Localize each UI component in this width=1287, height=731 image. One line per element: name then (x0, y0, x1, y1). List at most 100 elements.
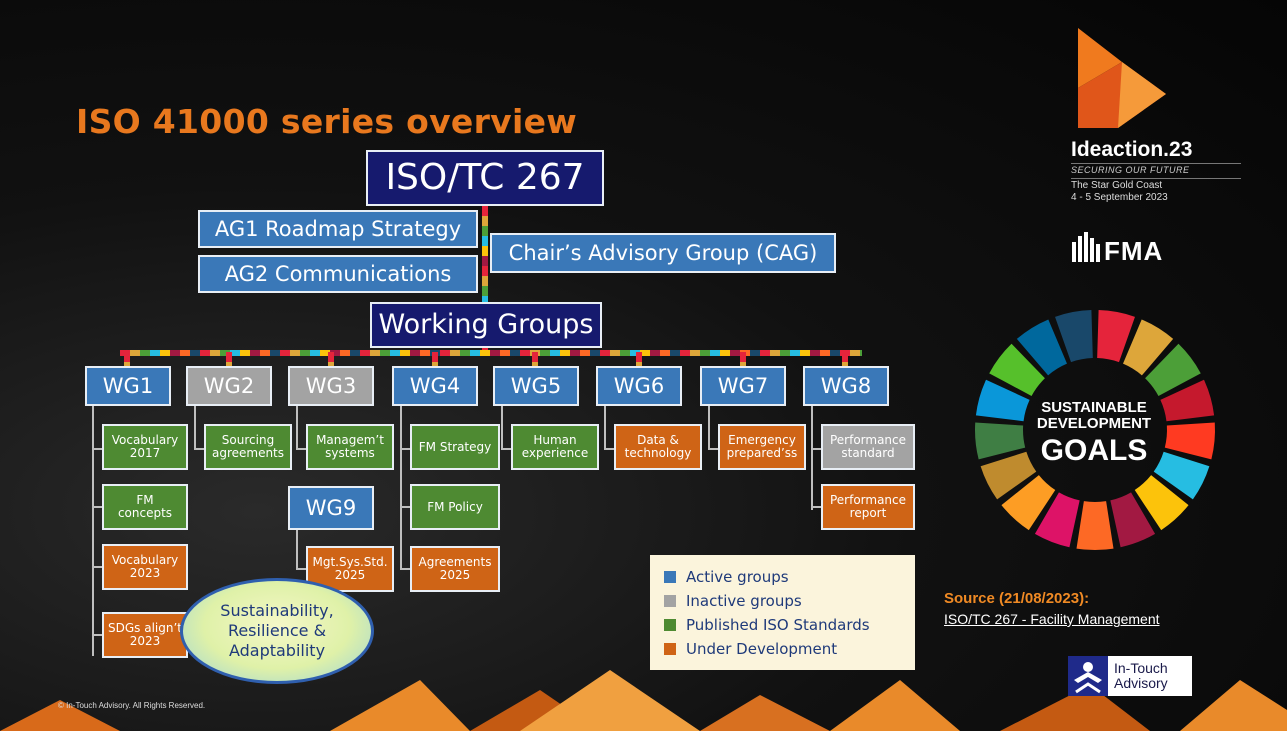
std-line2: agreements (211, 446, 285, 460)
event-divider (1071, 163, 1241, 164)
cag-box: Chair’s Advisory Group (CAG) (490, 233, 836, 273)
sdg-wheel-icon (975, 310, 1215, 550)
wg5-drop (532, 352, 538, 368)
wg4-branch (400, 506, 412, 508)
wg2-box: WG2 (186, 366, 272, 406)
std-line2: 2025 (334, 568, 366, 582)
wg1-drop (124, 352, 130, 368)
wg7-stem (708, 406, 710, 450)
std-line1: Human (533, 433, 577, 448)
fma-logo-text: FMA (1104, 236, 1164, 266)
in-touch-advisory-logo: In-Touch Advisory (1068, 656, 1192, 696)
std-fm-strategy: FM Strategy (410, 424, 500, 470)
std-data-technology: Data &technology (614, 424, 702, 470)
std-line1: Vocabulary (111, 433, 179, 448)
std-line1: Data & (637, 433, 679, 448)
legend-item: Published ISO Standards (664, 613, 901, 637)
sdg-wheel-segment (1160, 379, 1215, 422)
legend-swatch (664, 619, 676, 631)
wg5-stem (501, 406, 503, 450)
std-line1: Sourcing (221, 433, 275, 448)
wg1-branch (92, 566, 104, 568)
sustainability-ellipse: Sustainability, Resilience & Adaptabilit… (180, 578, 374, 684)
std-line1: Agreements (418, 555, 492, 570)
wg8-branch (811, 448, 823, 450)
sdg-line1: SUSTAINABLE (1041, 399, 1147, 416)
wg9-branch (296, 568, 308, 570)
legend-item: Inactive groups (664, 589, 901, 613)
wg6-branch (604, 448, 616, 450)
trunk-connector (482, 206, 488, 304)
std-fm-policy: FM Policy (410, 484, 500, 530)
wg4-branch (400, 448, 412, 450)
sdg-goals-text: GOALS (1040, 434, 1148, 467)
std-line1: Emergency (728, 433, 796, 448)
std-line2: systems (325, 446, 375, 460)
in-touch-advisory-icon (1068, 656, 1108, 696)
sdg-wheel-segment (1123, 319, 1174, 376)
iso-tc-267-box: ISO/TC 267 (366, 150, 604, 206)
legend-item: Under Development (664, 637, 901, 661)
sdg-wheel-segment (1134, 475, 1189, 531)
std-line2: standard (841, 446, 895, 460)
legend-label: Under Development (686, 640, 838, 658)
sdg-wheel-segment (1055, 310, 1093, 363)
wg3-drop (328, 352, 334, 368)
std-line1: Vocabulary (111, 553, 179, 568)
sdg-wheel-segment (1153, 451, 1210, 500)
std-line1: FM (136, 493, 154, 508)
sdg-wheel-segment (1097, 310, 1135, 363)
wg8-box: WG8 (803, 366, 889, 406)
std-line2: technology (624, 446, 692, 460)
wg1-branch (92, 634, 104, 636)
source-link[interactable]: ISO/TC 267 - Facility Management (944, 611, 1160, 627)
legend-label: Inactive groups (686, 592, 802, 610)
ellipse-line2: Resilience & (227, 621, 327, 640)
copyright-text: © In-Touch Advisory. All Rights Reserved… (58, 701, 206, 710)
ellipse-line1: Sustainability, (220, 601, 334, 620)
wg3-branch (296, 448, 308, 450)
wg7-branch (708, 448, 720, 450)
wg9-box: WG9 (288, 486, 374, 530)
ag1-box: AG1 Roadmap Strategy (198, 210, 478, 248)
std-line2: prepared’ss (726, 446, 798, 460)
ag2-box: AG2 Communications (198, 255, 478, 293)
sdg-wheel-segment (1016, 319, 1067, 376)
std-line2: 2023 (129, 566, 161, 580)
wg3-box: WG3 (288, 366, 374, 406)
std-line2: 2023 (129, 634, 161, 648)
ita-line2: Advisory (1114, 675, 1168, 691)
sdg-wheel-segment (1001, 475, 1056, 531)
event-venue: The Star Gold Coast (1071, 180, 1163, 191)
ellipse-line3: Adaptability (228, 641, 326, 660)
page-title: ISO 41000 series overview (76, 102, 578, 141)
wg1-stem (92, 406, 94, 656)
source-label: Source (21/08/2023): (944, 590, 1090, 607)
wg1-branch (92, 506, 104, 508)
wg4-stem (400, 406, 402, 570)
std-line1: SDGs align’t (108, 621, 182, 636)
std-line1: Mgt.Sys.Std. (312, 555, 388, 570)
std-line1: FM Policy (427, 499, 483, 514)
legend-swatch (664, 643, 676, 655)
working-groups-box: Working Groups (370, 302, 602, 348)
wg3-stem (296, 406, 298, 450)
sdg-wheel-segment (989, 343, 1045, 396)
wg8-stem (811, 406, 813, 510)
wg1-box: WG1 (85, 366, 171, 406)
legend-label: Active groups (686, 568, 789, 586)
std-line1: Managem’t (316, 433, 384, 448)
wg2-stem (194, 406, 196, 450)
bottom-triangle-band (0, 670, 1287, 731)
legend: Active groups Inactive groups Published … (650, 555, 915, 670)
sdg-wheel-segment (1034, 492, 1080, 548)
sdg-line2: DEVELOPMENT (1036, 414, 1152, 432)
